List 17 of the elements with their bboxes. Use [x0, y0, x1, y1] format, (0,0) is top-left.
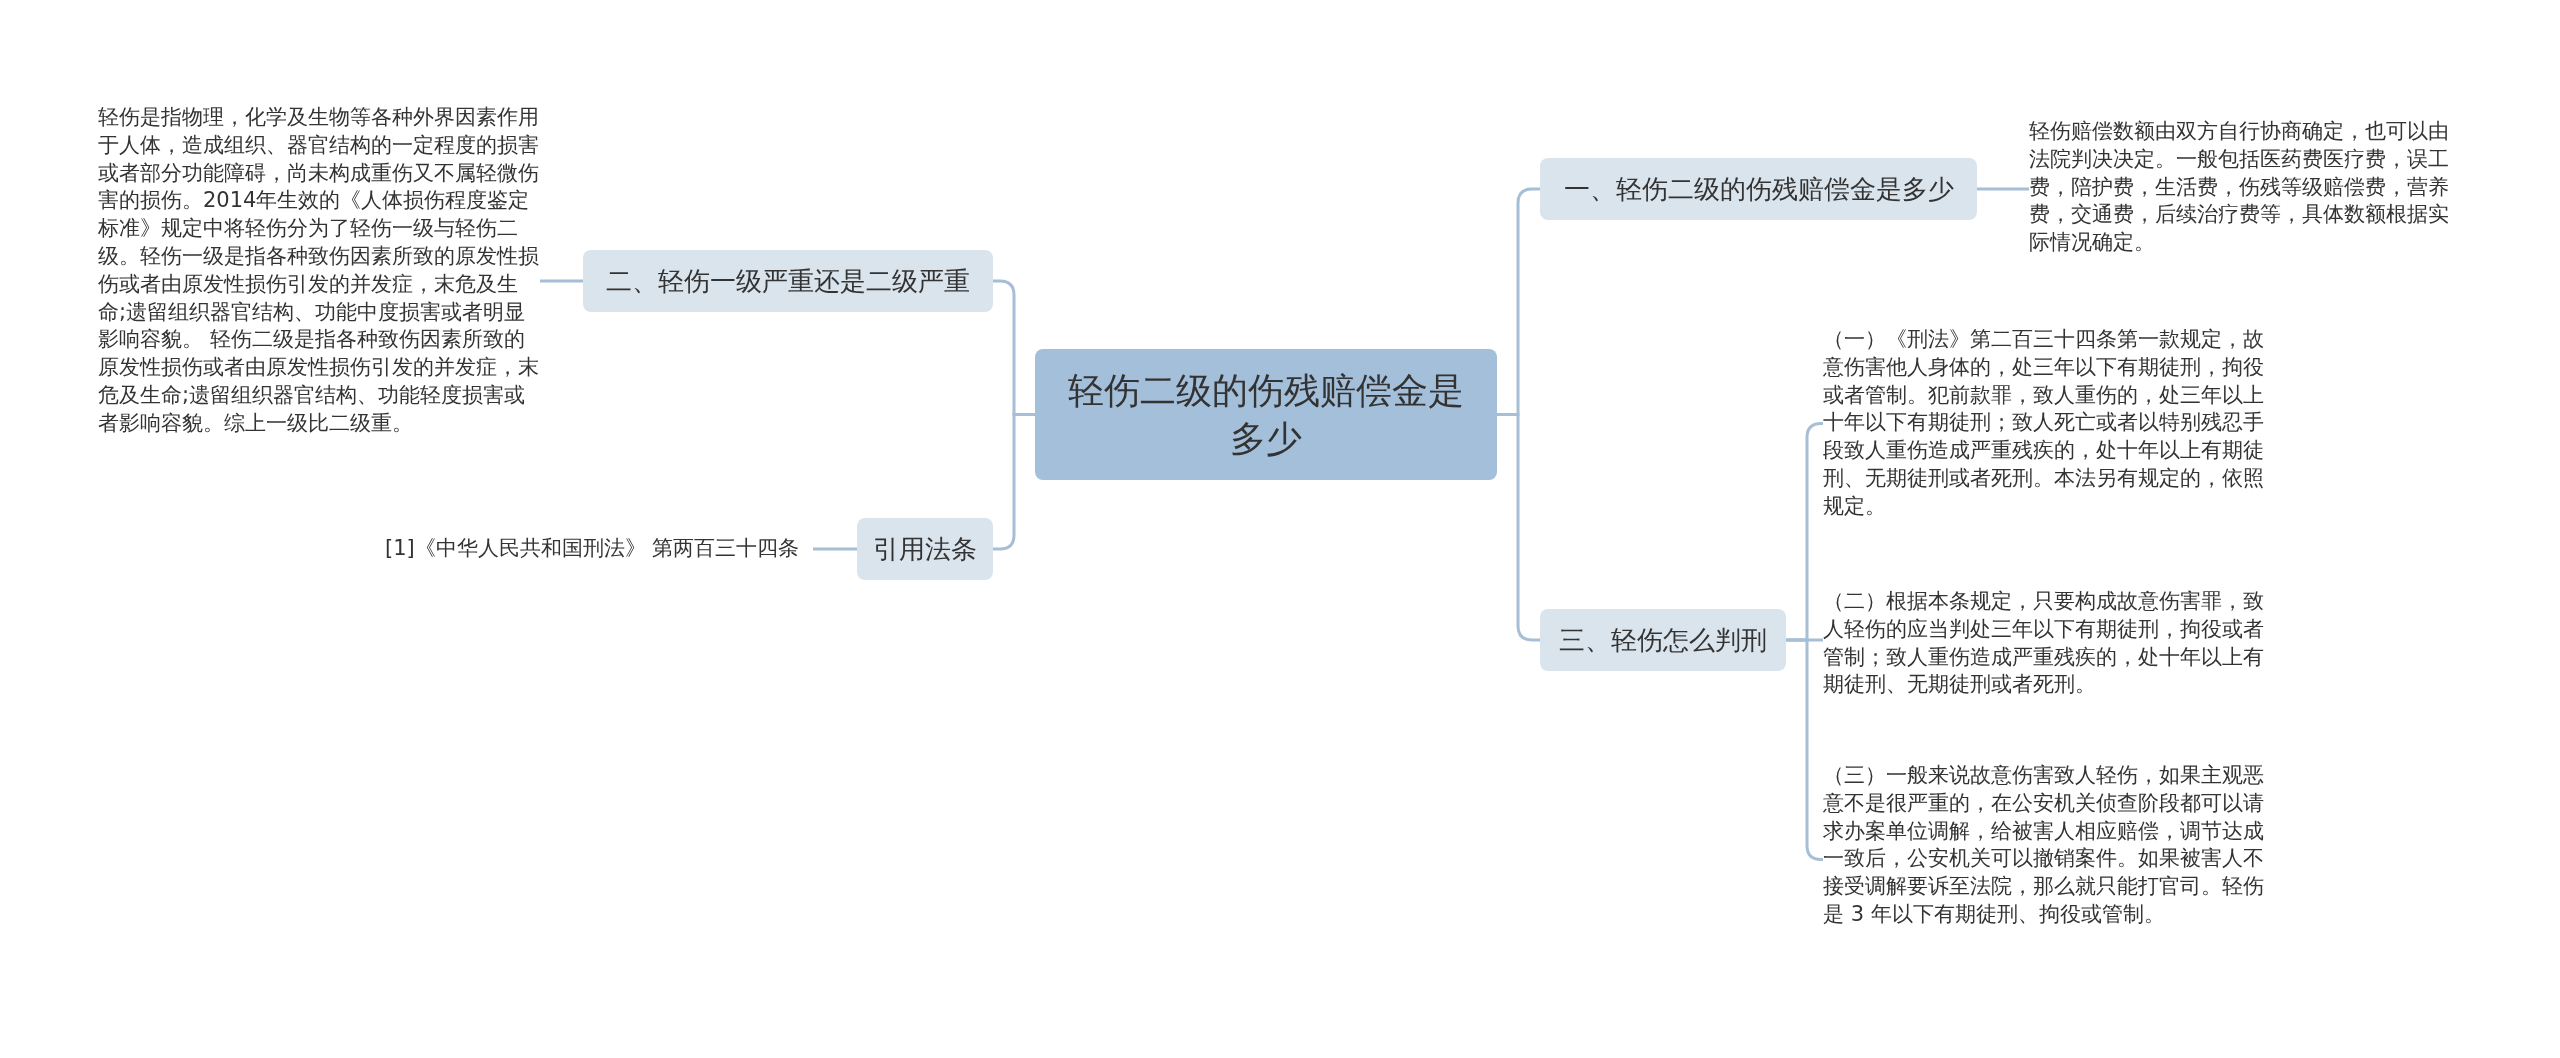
- note-text: （三）一般来说故意伤害致人轻伤，如果主观恶意不是很严重的，在公安机关侦查阶段都可以请求办案单位调解，给被害人相应赔偿，调节达成一致后，公安机关可以撤销案件。如果被害人不接受调解要诉至法院，那么就只能打官司。轻伤是 3 年以下有期徒刑、拘役或管制。: [1823, 762, 2275, 929]
- note-text: 轻伤是指物理，化学及生物等各种外界因素作用于人体，造成组织、器官结构的一定程度的损害或者部分功能障碍，尚未构成重伤又不属轻微伤害的损伤。2014年生效的《人体损伤程度鉴定标准》规定中将轻伤分为了轻伤一级与轻伤二级。轻伤一级是指各种致伤因素所致的原发性损伤或者由原发性损伤引发的并发症，末危及生命;遗留组织器官结构、功能中度损害或者明显影响容貌。 轻伤二级是指各种致伤因素所致的原发性损伤或者由原发性损伤引发的并发症，末危及生命;遗留组织器官结构、功能轻度损害或者影响容貌。综上一级比二级重。: [98, 104, 540, 438]
- connector-line: [1977, 187, 2029, 191]
- note-text: （一）《刑法》第二百三十四条第一款规定，故意伤害他人身体的，处三年以下有期徒刑，拘役或者管制。犯前款罪，致人重伤的，处三年以上十年以下有期徒刑；致人死亡或者以特别残忍手段致人重伤造成严重残疾的，处十年以上有期徒刑、无期徒刑或者死刑。本法另有规定的，依照规定。: [1823, 326, 2275, 521]
- topic-box: 二、轻伤一级严重还是二级严重: [583, 250, 993, 312]
- topic-box: 引用法条: [857, 518, 993, 580]
- note-text: 轻伤赔偿数额由双方自行协商确定，也可以由法院判决决定。一般包括医药费医疗费，误工费，陪护费，生活费，伤残等级赔偿费，营养费，交通费，后续治疗费等，具体数额根据实际情况确定。: [2029, 118, 2469, 257]
- connector-line: [540, 279, 583, 283]
- connector-line: [1786, 638, 1824, 861]
- topic-box: 三、轻伤怎么判刑: [1540, 609, 1786, 671]
- central-topic-box: 轻伤二级的伤残赔偿金是多少: [1035, 349, 1497, 480]
- topic-box: 一、轻伤二级的伤残赔偿金是多少: [1540, 158, 1977, 220]
- connector-line: [1497, 413, 1540, 642]
- connector-line: [993, 413, 1035, 551]
- connector-line: [813, 547, 857, 551]
- note-text: [1]《中华人民共和国刑法》 第两百三十四条: [385, 535, 813, 563]
- note-text: （二）根据本条规定，只要构成故意伤害罪，致人轻伤的应当判处三年以下有期徒刑，拘役或者管制；致人重伤造成严重残疾的，处十年以上有期徒刑、无期徒刑或者死刑。: [1823, 588, 2275, 700]
